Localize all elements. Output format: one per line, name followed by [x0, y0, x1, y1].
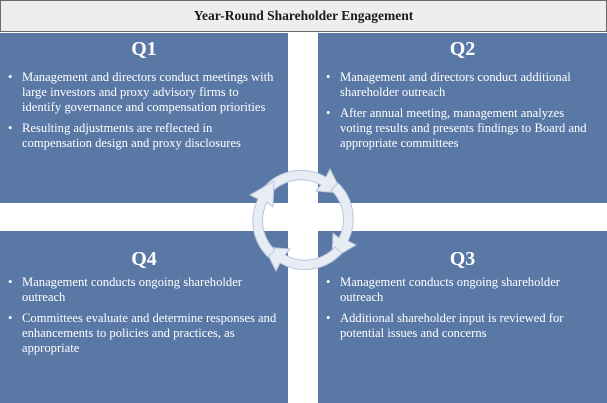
quadrant-q2: Q2 •Management and directors conduct add… [318, 33, 607, 203]
bullet-icon: • [8, 70, 13, 84]
bullet-icon: • [326, 70, 331, 84]
bullet-icon: • [326, 275, 331, 289]
list-item: •Additional shareholder input is reviewe… [326, 311, 564, 340]
list-item: •Management and directors conduct additi… [326, 70, 571, 99]
bullet-icon: • [8, 311, 13, 325]
quadrant-q2-label: Q2 [449, 38, 476, 60]
list-item: •Management conducts ongoing shareholder… [326, 275, 560, 304]
circular-arrows-icon [248, 167, 358, 273]
diagram-title: Year-Round Shareholder Engagement [0, 0, 607, 32]
list-item: •Management conducts ongoing shareholder… [8, 275, 242, 304]
quadrant-q4-bullets: •Management conducts ongoing shareholder… [6, 275, 280, 362]
list-item: •After annual meeting, management analyz… [326, 106, 587, 150]
list-item: •Resulting adjustments are reflected in … [8, 121, 241, 150]
quadrant-q1: Q1 •Management and directors conduct mee… [0, 33, 288, 203]
bullet-icon: • [8, 275, 13, 289]
bullet-icon: • [8, 121, 13, 135]
quadrant-q1-bullets: •Management and directors conduct meetin… [6, 70, 280, 157]
quadrant-q4: Q4 •Management conducts ongoing sharehol… [0, 231, 288, 403]
quadrant-q2-bullets: •Management and directors conduct additi… [324, 70, 599, 157]
diagram-title-text: Year-Round Shareholder Engagement [193, 8, 414, 23]
quadrant-q3-bullets: •Management conducts ongoing shareholder… [324, 275, 599, 347]
bullet-icon: • [326, 311, 331, 325]
bullet-icon: • [326, 106, 331, 120]
quadrant-q3: Q3 •Management conducts ongoing sharehol… [318, 231, 607, 403]
quadrant-q4-label: Q4 [131, 248, 157, 270]
quadrant-q3-label: Q3 [449, 248, 476, 270]
list-item: •Management and directors conduct meetin… [8, 70, 274, 114]
list-item: •Committees evaluate and determine respo… [8, 311, 277, 355]
quadrant-q1-label: Q1 [131, 38, 157, 60]
